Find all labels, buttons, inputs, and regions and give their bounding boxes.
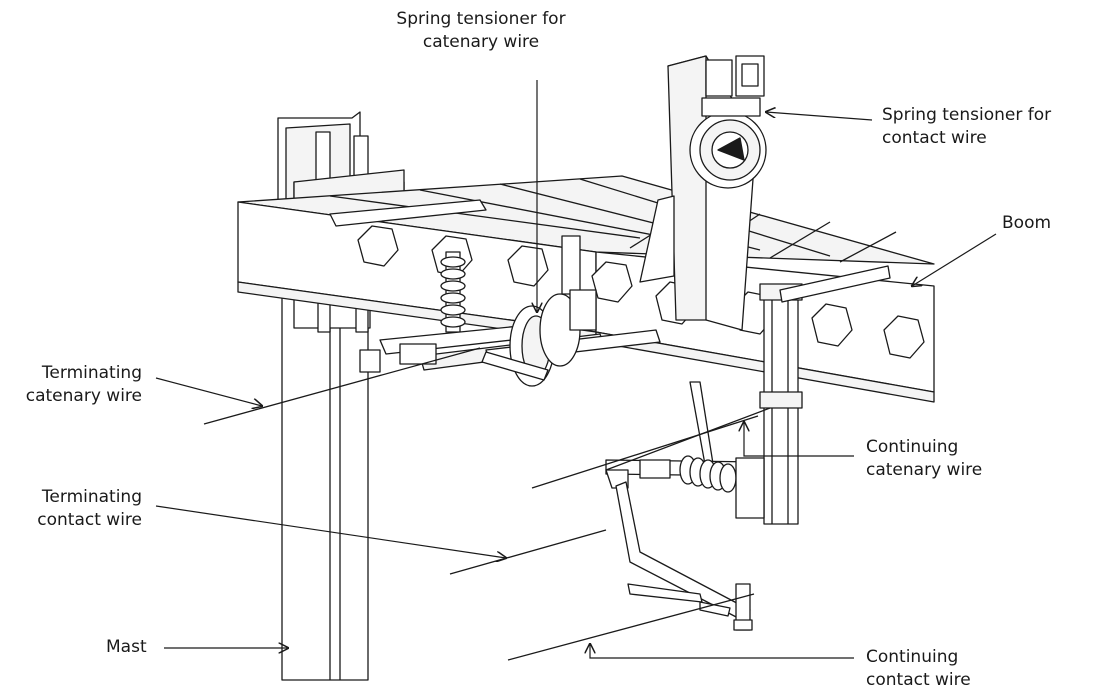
label-line: Terminating bbox=[41, 363, 142, 383]
label-line: contact wire bbox=[866, 670, 971, 690]
insulator-right bbox=[605, 455, 765, 631]
label-continuing-catenary: Continuing catenary wire bbox=[866, 436, 982, 482]
leader-boom bbox=[912, 233, 997, 286]
leader-continuing-catenary bbox=[744, 422, 854, 457]
label-spring-tensioner-contact: Spring tensioner for contact wire bbox=[882, 104, 1051, 150]
label-line: Boom bbox=[1002, 213, 1052, 233]
label-line: catenary wire bbox=[866, 460, 983, 480]
label-terminating-catenary: Terminating catenary wire bbox=[10, 362, 142, 408]
tensioner-post bbox=[639, 55, 767, 331]
label-line: catenary wire bbox=[422, 32, 540, 52]
label-line: Terminating bbox=[41, 487, 142, 507]
label-spring-tensioner-catenary: Spring tensioner for catenary wire bbox=[366, 8, 596, 54]
leader-terminating-catenary bbox=[155, 377, 262, 406]
catenary-tensioner bbox=[359, 235, 661, 387]
label-line: Spring tensioner for bbox=[882, 105, 1052, 125]
label-line: Mast bbox=[106, 637, 147, 657]
leader-continuing-contact bbox=[590, 644, 854, 659]
leader-terminating-contact bbox=[155, 505, 506, 558]
label-line: contact wire bbox=[37, 510, 142, 530]
leader-spring-tensioner-contact bbox=[766, 112, 873, 121]
leader-lines bbox=[155, 80, 997, 659]
label-line: catenary wire bbox=[25, 386, 142, 406]
label-terminating-contact: Terminating contact wire bbox=[10, 486, 142, 532]
label-line: Continuing bbox=[866, 437, 959, 457]
label-boom: Boom bbox=[1002, 212, 1051, 235]
drop-post bbox=[689, 265, 891, 525]
label-line: Continuing bbox=[866, 647, 959, 667]
insulator-left bbox=[440, 251, 466, 333]
label-line: contact wire bbox=[882, 128, 987, 148]
label-mast: Mast bbox=[106, 636, 147, 659]
wires bbox=[203, 347, 771, 661]
label-continuing-contact: Continuing contact wire bbox=[866, 646, 971, 692]
label-line: Spring tensioner for bbox=[396, 9, 566, 29]
